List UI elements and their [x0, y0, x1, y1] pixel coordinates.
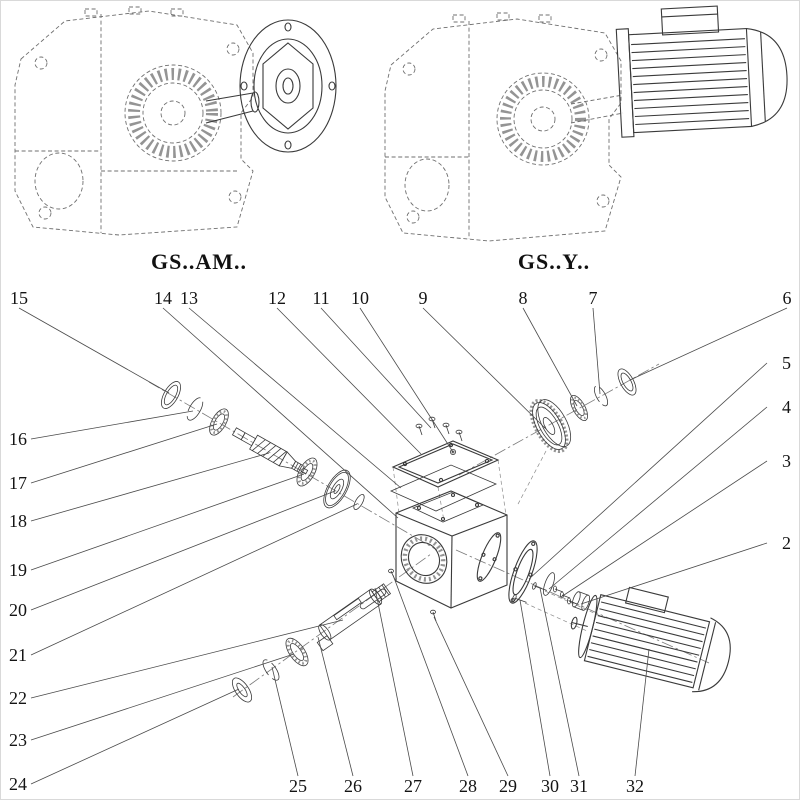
- leader-line-20: [30, 490, 336, 611]
- leader-line-13: [188, 307, 402, 489]
- leader-line-6: [629, 307, 788, 381]
- callout-label-29: 29: [499, 776, 517, 796]
- callout-label-27: 27: [404, 776, 422, 796]
- leader-line-30: [519, 599, 551, 777]
- leader-line-32: [634, 648, 650, 777]
- callout-label-32: 32: [626, 776, 644, 796]
- part-23-bearing: [285, 637, 309, 667]
- leader-line-18: [30, 452, 270, 522]
- part-7-circlip: [593, 385, 609, 407]
- callout-label-3: 3: [782, 451, 791, 471]
- leader-line-11: [320, 307, 432, 429]
- leader-line-31: [539, 587, 580, 777]
- leader-line-12: [276, 307, 422, 455]
- callout-label-15: 15: [10, 288, 28, 308]
- callout-label-10: 10: [351, 288, 369, 308]
- callout-label-31: 31: [570, 776, 588, 796]
- leader-line-8: [522, 307, 578, 407]
- callout-label-8: 8: [519, 288, 528, 308]
- part-32-motor: [570, 586, 731, 693]
- part-19-bearing: [296, 457, 318, 487]
- leader-line-24: [30, 688, 240, 785]
- leader-line-10: [359, 307, 454, 453]
- callout-label-26: 26: [344, 776, 362, 796]
- variant-caption-gsam: GS..AM..: [151, 249, 247, 274]
- part-14-housing: [395, 490, 508, 609]
- leader-line-14: [162, 307, 399, 519]
- callout-label-12: 12: [268, 288, 286, 308]
- leader-line-9: [422, 307, 547, 430]
- leader-line-26: [317, 636, 354, 777]
- callout-label-7: 7: [589, 288, 598, 308]
- part-25-circlip: [262, 659, 280, 681]
- callout-label-19: 19: [9, 560, 27, 580]
- callout-label-25: 25: [289, 776, 307, 796]
- part-16-circlip: [186, 397, 204, 421]
- gsam-gearbox-outline: [14, 6, 254, 236]
- part-31-assembly-bolt: [532, 582, 547, 591]
- part-17-bearing: [209, 408, 229, 436]
- part-2-coupling-sleeve: [571, 591, 591, 611]
- part-22-output-shaft: [316, 583, 392, 652]
- leader-line-15: [18, 307, 170, 394]
- leader-line-21: [30, 503, 358, 656]
- gsy-motor: [615, 5, 788, 138]
- callout-label-18: 18: [9, 511, 27, 531]
- callout-label-22: 22: [9, 688, 27, 708]
- part-20-worm-gear-disc: [323, 469, 351, 509]
- leader-line-22: [30, 619, 344, 699]
- leader-line-29: [433, 616, 509, 777]
- callout-label-6: 6: [783, 288, 792, 308]
- callout-label-17: 17: [9, 473, 27, 493]
- projection-lines: [392, 450, 606, 632]
- part-13-cover-gasket: [390, 464, 498, 512]
- leader-line-27: [374, 587, 414, 777]
- callout-label-5: 5: [782, 353, 791, 373]
- gsy-gearbox-outline: [384, 12, 624, 242]
- leader-line-7: [592, 307, 601, 395]
- callout-label-28: 28: [459, 776, 477, 796]
- callout-label-23: 23: [9, 730, 27, 750]
- part-18-worm-shaft: [231, 427, 309, 475]
- part-21-spacer-ring: [353, 494, 365, 510]
- leader-line-19: [30, 473, 305, 571]
- leader-line-23: [30, 653, 295, 741]
- leader-line-2: [580, 542, 768, 605]
- callout-label-24: 24: [9, 774, 27, 794]
- part-8-bearing: [570, 395, 588, 421]
- leader-line-4: [548, 406, 768, 590]
- callout-label-20: 20: [9, 600, 27, 620]
- part-10-vent-plug: [449, 448, 456, 455]
- callout-label-14: 14: [154, 288, 172, 308]
- callout-label-30: 30: [541, 776, 559, 796]
- part-15-oil-seal: [161, 381, 181, 409]
- gsam-output-flange: [205, 19, 337, 153]
- callout-label-11: 11: [312, 288, 329, 308]
- callout-label-13: 13: [180, 288, 198, 308]
- part-9-helical-gear: [529, 398, 572, 454]
- leader-line-3: [560, 460, 768, 598]
- callout-label-4: 4: [782, 397, 791, 417]
- part-27-shaft-key: [359, 588, 387, 610]
- variant-caption-gsy: GS..Y..: [517, 249, 591, 274]
- leader-line-17: [30, 423, 218, 484]
- part-12-inspection-cover: [391, 440, 500, 488]
- leader-line-25: [271, 666, 299, 777]
- callout-label-2: 2: [782, 533, 791, 553]
- part-30-assembly-bolt: [512, 594, 527, 603]
- callout-label-21: 21: [9, 645, 27, 665]
- callout-label-16: 16: [9, 429, 27, 449]
- part-11-cover-bolts: [415, 416, 463, 442]
- part-24-washer: [231, 677, 253, 703]
- callout-label-9: 9: [419, 288, 428, 308]
- leader-line-5: [528, 362, 768, 580]
- leader-line-28: [392, 574, 469, 777]
- leader-line-16: [30, 410, 194, 440]
